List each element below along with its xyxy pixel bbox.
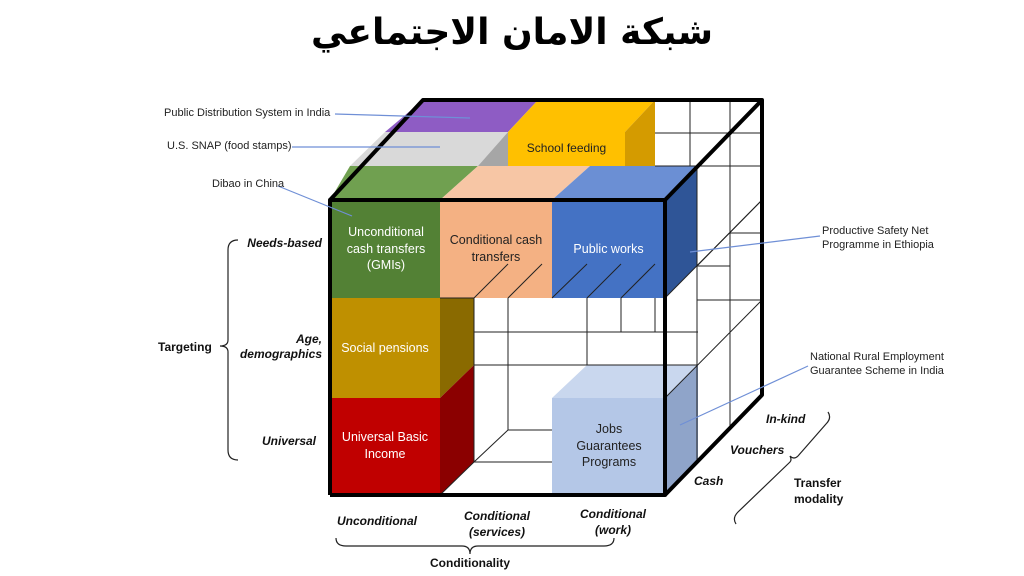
callout-pds: Public Distribution System in India	[164, 107, 331, 119]
conditionality-label: Conditionality	[430, 556, 510, 570]
side-gold	[440, 298, 474, 398]
face-peach	[440, 200, 552, 298]
cell-jobs: Jobs Guarantees Programs	[576, 421, 642, 470]
face-green	[330, 200, 440, 298]
targeting-needs: Needs-based	[247, 236, 322, 250]
side-blue	[665, 166, 697, 298]
conditionality-bracket	[335, 537, 615, 555]
page-title: شبكة الامان الاجتماعي	[310, 12, 714, 53]
cond-services: Conditional (services)	[464, 509, 530, 540]
cond-unconditional: Unconditional	[337, 514, 417, 528]
callout-snap: U.S. SNAP (food stamps)	[167, 140, 292, 152]
side-lightblue	[665, 365, 698, 495]
cell-gmi: Unconditional cash transfers (GMIs)	[346, 224, 426, 273]
top-peach	[440, 166, 590, 200]
callout-dibao: Dibao in China	[212, 178, 285, 190]
modality-vouchers: Vouchers	[730, 443, 785, 457]
modality-cash: Cash	[694, 474, 724, 488]
cond-work: Conditional (work)	[580, 507, 646, 538]
side-red	[440, 365, 474, 495]
school-feeding-front	[508, 132, 625, 166]
gray-small	[478, 132, 508, 166]
top-back-yellow	[508, 100, 655, 132]
top-back-gray	[350, 132, 508, 166]
cell-social-pensions: Social pensions	[341, 340, 429, 355]
cell-public-works: Public works	[573, 241, 644, 256]
top-green	[330, 166, 478, 200]
callout-nrega: National Rural Employment Guarantee Sche…	[810, 351, 944, 378]
modality-label: Transfer modality	[794, 476, 844, 506]
top-back-purple	[385, 100, 538, 132]
callout-psnp: Productive Safety Net Programme in Ethio…	[822, 225, 934, 252]
face-red	[330, 398, 440, 495]
school-feeding-side	[625, 100, 655, 166]
modality-inkind: In-kind	[766, 412, 806, 426]
targeting-age: Age, demographics	[239, 332, 322, 361]
targeting-label: Targeting	[158, 340, 212, 354]
face-lightblue	[552, 398, 665, 495]
cell-cct: Conditional cash transfers	[449, 233, 543, 264]
modality-bracket	[733, 411, 831, 525]
cell-school-feeding: School feeding	[526, 140, 607, 155]
targeting-bracket	[219, 239, 239, 461]
cell-ubi: Universal Basic Income	[341, 430, 429, 461]
face-blue	[552, 200, 665, 298]
top-lightblue	[552, 365, 698, 398]
targeting-universal: Universal	[261, 434, 316, 448]
face-gold	[330, 298, 440, 398]
top-blue	[552, 166, 697, 200]
